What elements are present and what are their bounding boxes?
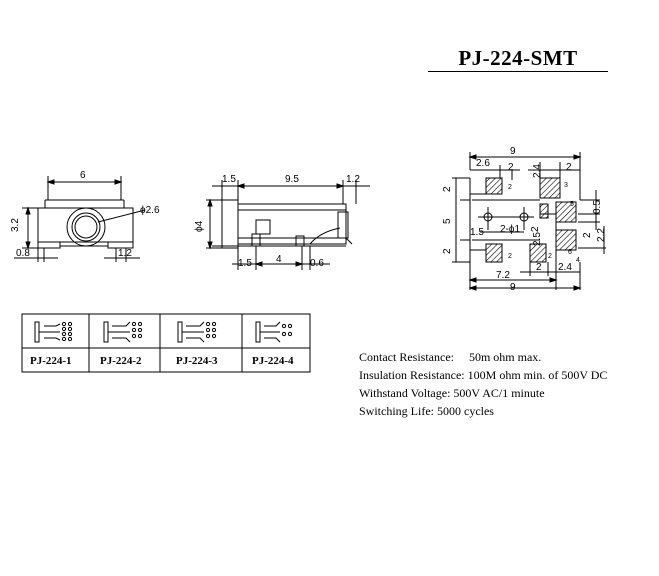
side-d2-label: 9.5: [285, 174, 299, 185]
fp-mid-c: 2: [530, 226, 541, 232]
fp-top-a: 2.6: [476, 158, 490, 169]
pin-label: 3: [564, 182, 568, 189]
side-dia-label: ϕ4: [194, 220, 205, 232]
pin-label: 6: [568, 249, 572, 256]
front-width-label: 6: [80, 170, 86, 181]
fp-bot-a: 2: [536, 262, 542, 273]
pin-label: 4: [576, 257, 580, 264]
fp-bot-total: 9: [510, 282, 516, 293]
fp-right-b: 2: [582, 232, 593, 238]
pad-2-bottom-left: [485, 243, 503, 263]
front-height-label: 3.2: [10, 218, 21, 232]
side-view: [206, 180, 370, 270]
fp-mid-a: 1.5: [470, 227, 484, 238]
title-underline: [428, 71, 608, 72]
fp-left-b: 5: [442, 218, 453, 224]
side-b2-label: 4: [276, 254, 282, 265]
pad-3: [539, 177, 561, 199]
fp-bot-b: 2.4: [558, 262, 572, 273]
side-d3-label: 1.2: [346, 174, 360, 185]
fp-mid-d: 2.5: [532, 232, 543, 246]
fp-right-a: 0.5: [592, 200, 603, 214]
spec-withstand-voltage: Withstand Voltage: 500V AC/1 minute: [359, 386, 545, 400]
spec-insulation-resistance: Insulation Resistance: 100M ohm min. of …: [359, 368, 608, 382]
pin-label: 5: [570, 201, 574, 208]
pad-5: [555, 201, 577, 223]
pin-label: 2: [548, 253, 552, 260]
fp-left-a: 2: [442, 186, 453, 192]
front-pad-right-label: 1.2: [118, 248, 132, 259]
side-d1-label: 1.5: [222, 174, 236, 185]
front-pad-left-label: 0.8: [16, 248, 30, 259]
variant-label: PJ-224-3: [176, 355, 218, 367]
pad-6: [539, 203, 549, 219]
schematic-3: [177, 321, 217, 343]
front-view: [14, 176, 146, 262]
variant-table: [21, 313, 311, 373]
pad-4: [555, 229, 577, 251]
schematic-2: [103, 321, 143, 343]
pin-label: 2: [508, 184, 512, 191]
variant-label: PJ-224-2: [100, 355, 142, 367]
spec-contact-resistance: Contact Resistance: 50m ohm max.: [359, 350, 542, 364]
fp-top-d: 2: [566, 162, 572, 173]
fp-right-c: 2.2: [596, 228, 607, 242]
fp-top-c: 2.4: [532, 164, 543, 178]
specifications: Contact Resistance: 50m ohm max. Insulat…: [359, 348, 607, 420]
fp-top-total: 9: [510, 146, 516, 157]
side-b1-label: 1.5: [238, 258, 252, 269]
pin-label: 2: [508, 253, 512, 260]
part-number-title: PJ-224-SMT: [458, 46, 578, 70]
fp-top-b: 2: [508, 162, 514, 173]
fp-bot-c: 7.2: [496, 270, 510, 281]
pad-2-top: [485, 177, 503, 195]
spec-switching-life: Switching Life: 5000 cycles: [359, 404, 494, 418]
pad-2-bottom-right: [529, 243, 547, 263]
schematic-1: [34, 321, 73, 343]
schematic-4: [255, 321, 293, 343]
variant-label: PJ-224-4: [252, 355, 294, 367]
side-b3-label: 0.6: [310, 258, 324, 269]
footprint-pads: [485, 177, 577, 263]
pcb-footprint: [452, 152, 606, 291]
fp-left-c: 2: [442, 248, 453, 254]
variant-label: PJ-224-1: [30, 355, 72, 367]
fp-mid-b: 2-ϕ1: [500, 224, 520, 235]
front-hole-label: ϕ2.6: [140, 205, 160, 216]
